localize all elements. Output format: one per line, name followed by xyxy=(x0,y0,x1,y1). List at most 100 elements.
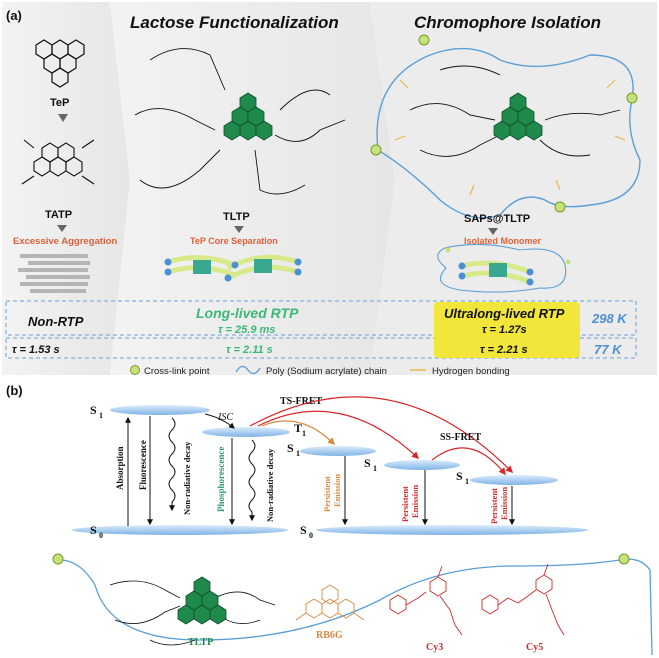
state-s1-cy3-label: S 1 xyxy=(364,456,377,473)
legend-hbond: Hydrogen bonding xyxy=(432,366,510,377)
svg-text:S: S xyxy=(90,403,97,417)
panel-b: (b) S 1 T 1 S 1 S 1 S 1 S xyxy=(6,383,653,656)
rb6g-structure xyxy=(295,584,365,621)
title-lactose-functionalization: Lactose Functionalization xyxy=(130,13,339,32)
saps-lifetime-298: τ = 1.27s xyxy=(482,324,527,336)
ssfret-arrow xyxy=(431,447,506,476)
level-s1-rb6g xyxy=(300,446,376,456)
ultralong-highlight xyxy=(434,302,580,358)
saps-tltp-label: SAPs@TLTP xyxy=(464,213,530,225)
cy3-structure xyxy=(389,565,463,636)
tltp-label: TLTP xyxy=(223,211,250,223)
temp-298k: 298 K xyxy=(591,311,628,326)
polymer-chain-bottom xyxy=(59,558,653,656)
svg-text:S: S xyxy=(300,523,307,537)
crosslink-right xyxy=(618,553,630,565)
tsfret-arrow-cy3 xyxy=(257,410,420,459)
tltp-structure-bottom xyxy=(109,576,276,646)
dye-cy5-label: Cy5 xyxy=(526,642,543,653)
dye-cy3-label: Cy3 xyxy=(426,642,443,653)
level-s1-donor xyxy=(110,405,210,415)
title-chromophore-isolation: Chromophore Isolation xyxy=(414,13,601,32)
svg-text:S: S xyxy=(364,456,371,470)
tltp-lifetime-77: τ = 2.11 s xyxy=(226,344,273,356)
panel-a-label: (a) xyxy=(6,8,22,23)
tsfret-arrow-cy5 xyxy=(249,396,514,474)
tatp-arrow xyxy=(57,225,67,232)
svg-text:S: S xyxy=(456,469,463,483)
svg-text:0: 0 xyxy=(309,531,313,540)
state-s1-rb6g-label: S 1 xyxy=(287,441,300,458)
tep-arrow xyxy=(58,114,68,122)
crosslink-left xyxy=(52,553,64,565)
tatp-lifetime-77: τ = 1.53 s xyxy=(12,344,60,356)
aggregation-note: Excessive Aggregation xyxy=(13,236,117,247)
svg-text:1: 1 xyxy=(302,429,306,438)
isc-label: ISC xyxy=(217,412,233,423)
stage-background-2 xyxy=(110,2,395,375)
cy5-persistent-label: Persistent xyxy=(489,488,499,524)
isc-arrow xyxy=(204,413,235,429)
aggregation-stack xyxy=(18,254,90,293)
row-298k-frame xyxy=(5,300,637,336)
state-s1-label: S 1 xyxy=(90,403,103,420)
svg-text:0: 0 xyxy=(99,531,103,540)
cy5-emission-label: Emission xyxy=(499,487,509,520)
level-s0-donor xyxy=(72,525,288,535)
ssfret-label: SS-FRET xyxy=(440,432,481,443)
isolated-note: Isolated Monomer xyxy=(464,236,542,246)
svg-text:1: 1 xyxy=(296,449,300,458)
nonrad-t1-wave xyxy=(248,439,256,522)
level-s1-cy5 xyxy=(470,475,558,485)
polymer-chain-loop xyxy=(376,47,641,219)
svg-text:T: T xyxy=(294,421,302,435)
temp-77k: 77 K xyxy=(594,342,623,357)
isolated-monomer-cartoon xyxy=(437,243,571,293)
svg-text:1: 1 xyxy=(373,464,377,473)
rb6g-emission-label: Emission xyxy=(332,474,342,507)
tltp-separation-cartoon xyxy=(164,254,302,282)
tsfret-label: TS-FRET xyxy=(280,396,323,407)
crosslink-legend-icon xyxy=(130,365,140,375)
stage-background-1 xyxy=(2,2,130,375)
state-t1-label: T 1 xyxy=(294,421,306,438)
nonrad-s1-wave xyxy=(168,417,176,512)
tltp-arrow xyxy=(234,226,244,233)
fluorescence-label: Fluorescence xyxy=(138,440,148,490)
state-s0-donor-label: S 0 xyxy=(90,523,103,540)
nonrad-s1-label: Non-radiative decay xyxy=(182,441,192,515)
svg-text:S: S xyxy=(287,441,294,455)
cy5-structure xyxy=(481,563,565,636)
chain-legend-icon xyxy=(235,365,261,375)
tep-molecule xyxy=(35,39,85,88)
panel-b-label: (b) xyxy=(6,383,23,398)
absorption-label: Absorption xyxy=(115,446,125,490)
saps-lifetime-77: τ = 2.21 s xyxy=(480,344,528,356)
phosphorescence-label: Phosphorescence xyxy=(216,447,226,512)
non-rtp-label: Non-RTP xyxy=(28,314,84,329)
dye-rb6g-label: RB6G xyxy=(316,630,343,641)
nonrad-t1-label: Non-radiative decay xyxy=(265,448,275,522)
cy3-emission-label: Emission xyxy=(410,485,420,518)
tatp-molecule xyxy=(21,139,95,185)
tatp-label: TATP xyxy=(45,209,72,221)
svg-text:1: 1 xyxy=(99,411,103,420)
separation-note: TeP Core Separation xyxy=(190,236,278,246)
svg-text:1: 1 xyxy=(465,477,469,486)
panel-a: (a) Lactose Functionalization Chromophor… xyxy=(2,2,657,377)
row-77k-frame xyxy=(5,337,637,359)
tep-label: TeP xyxy=(50,97,69,109)
svg-text:S: S xyxy=(90,523,97,537)
tltp-lifetime-298: τ = 25.9 ms xyxy=(218,324,275,336)
saps-arrow xyxy=(488,228,498,235)
long-rtp-label: Long-lived RTP xyxy=(196,305,299,321)
level-s1-cy3 xyxy=(384,460,460,470)
state-s0-acceptor-label: S 0 xyxy=(300,523,313,540)
saps-tltp-molecule xyxy=(370,34,641,219)
tltp-molecule xyxy=(134,48,346,195)
dye-tltp-label: TLTP xyxy=(188,637,213,648)
tsfret-arrow-rb6g xyxy=(261,420,336,446)
cy3-persistent-label: Persistent xyxy=(400,486,410,522)
ultra-rtp-label: Ultralong-lived RTP xyxy=(444,306,565,321)
